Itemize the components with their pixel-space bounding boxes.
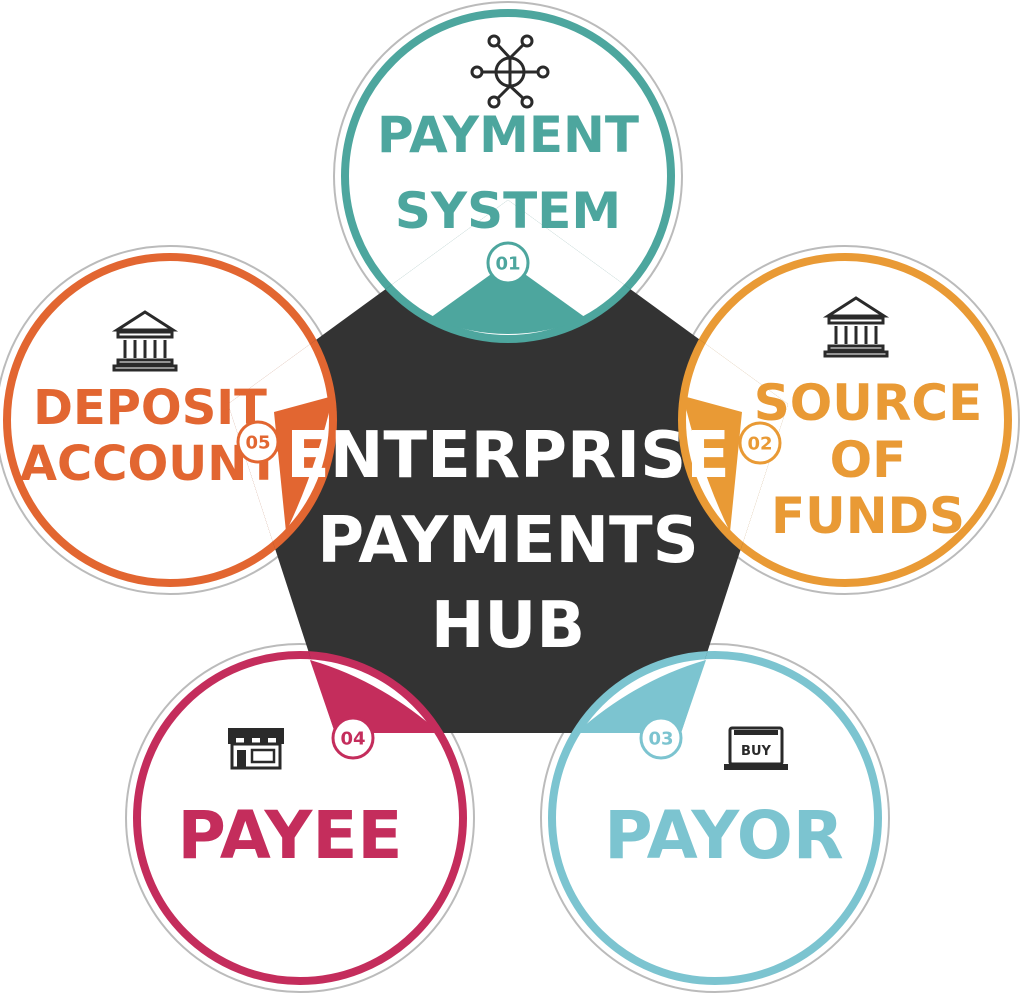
- hub-title-line1: ENTERPRISE: [286, 419, 730, 493]
- number-badge-05: 05: [236, 420, 280, 464]
- badge-number: 01: [495, 254, 520, 275]
- hub-wedges: [274, 262, 742, 733]
- number-badge-04: 04: [331, 716, 375, 760]
- bank-icon: [822, 296, 890, 358]
- number-badge-01: 01: [486, 241, 530, 285]
- badge-number: 05: [245, 433, 270, 454]
- circle-deposit-account: [0, 245, 345, 595]
- hub-title-line3: HUB: [431, 589, 585, 663]
- circle-source-of-funds: [670, 245, 1020, 595]
- buy-text: BUY: [741, 744, 771, 759]
- payor-label: PAYOR: [604, 797, 843, 874]
- payee-label: PAYEE: [177, 797, 402, 874]
- badge-number: 02: [747, 434, 772, 455]
- payment-system-line2: SYSTEM: [395, 182, 621, 240]
- circle-payment-system: [333, 1, 683, 351]
- node-payment-system: PAYMENT SYSTEM 01: [377, 34, 639, 285]
- source-of-funds-line1: SOURCE: [754, 374, 982, 432]
- circle-payee: [125, 643, 475, 993]
- buy-laptop-icon: BUY: [724, 726, 788, 770]
- node-payor: BUY PAYOR 03: [604, 716, 844, 874]
- number-badge-02: 02: [738, 421, 782, 465]
- source-of-funds-line2: OF: [830, 431, 907, 489]
- node-payee: PAYEE 04: [177, 716, 403, 874]
- node-source-of-funds: SOURCE OF FUNDS 02: [738, 296, 982, 545]
- storefront-icon: [228, 728, 284, 770]
- hub-title: ENTERPRISE PAYMENTS HUB: [286, 419, 730, 663]
- source-of-funds-line3: FUNDS: [771, 487, 965, 545]
- network-icon: [470, 34, 550, 109]
- hub-title-line2: PAYMENTS: [317, 504, 699, 578]
- deposit-account-line1: DEPOSIT: [33, 380, 267, 436]
- badge-number: 04: [340, 729, 365, 750]
- node-deposit-account: DEPOSIT ACCOUNT 05: [20, 310, 280, 492]
- badge-number: 03: [648, 729, 673, 750]
- bank-icon: [111, 310, 179, 372]
- payment-system-line1: PAYMENT: [377, 106, 639, 164]
- number-badge-03: 03: [639, 716, 683, 760]
